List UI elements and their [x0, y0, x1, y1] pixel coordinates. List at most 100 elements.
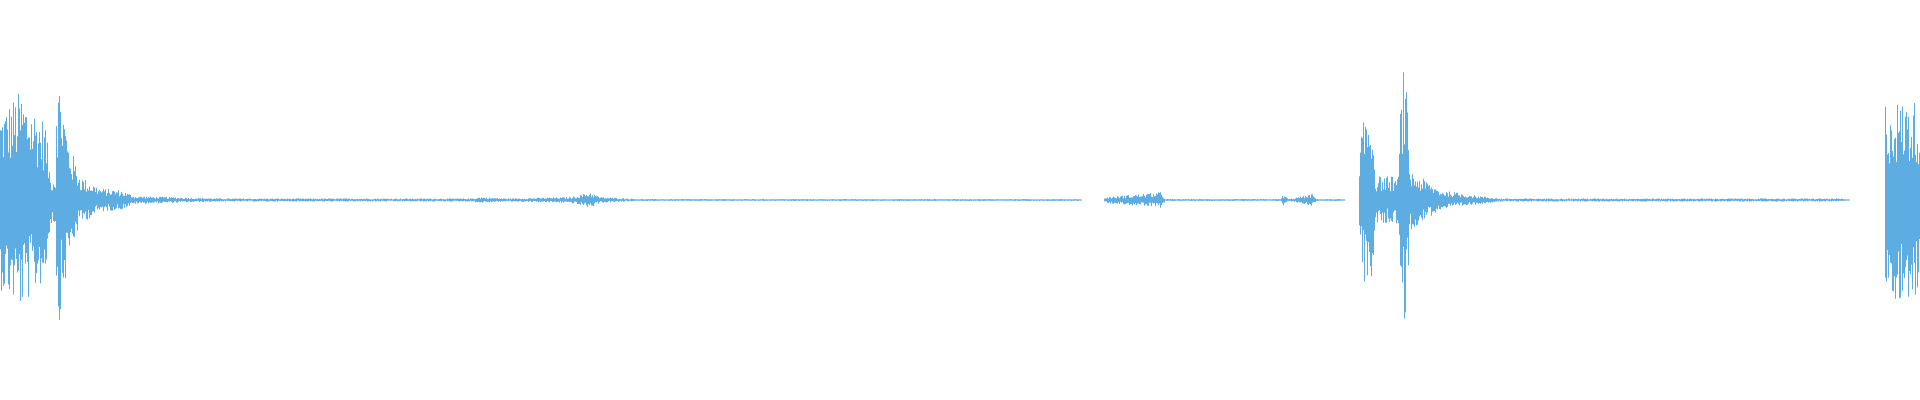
waveform-sample	[1265, 199, 1266, 201]
waveform-sample	[1775, 199, 1776, 202]
waveform-sample	[1054, 199, 1055, 201]
waveform-sample	[1359, 176, 1360, 226]
waveform-sample	[809, 199, 810, 201]
waveform-sample	[436, 199, 437, 201]
waveform-sample	[74, 171, 75, 238]
waveform-sample	[73, 155, 74, 237]
waveform-sample	[756, 199, 757, 201]
waveform-sample	[1441, 194, 1442, 207]
waveform-sample	[1464, 197, 1465, 205]
waveform-sample	[1585, 198, 1586, 202]
waveform-sample	[681, 199, 682, 201]
waveform-sample	[1713, 199, 1714, 201]
waveform-sample	[1425, 188, 1426, 213]
waveform-sample	[1322, 199, 1323, 201]
waveform-sample	[1116, 198, 1117, 204]
waveform-sample	[1810, 199, 1811, 201]
waveform-sample	[43, 170, 44, 264]
waveform-sample	[1163, 198, 1164, 203]
waveform-sample	[1792, 198, 1793, 202]
waveform-sample	[676, 199, 677, 201]
waveform-sample	[716, 199, 717, 201]
waveform-sample	[1343, 199, 1344, 201]
waveform-sample	[816, 199, 817, 201]
waveform-sample	[53, 184, 54, 221]
waveform-sample	[855, 199, 856, 201]
waveform-sample	[129, 194, 130, 206]
waveform-sample	[1059, 199, 1060, 201]
waveform-sample	[1204, 199, 1205, 201]
waveform-sample	[13, 102, 14, 295]
waveform-sample	[515, 198, 516, 202]
waveform-sample	[1328, 199, 1329, 201]
waveform-sample	[616, 198, 617, 202]
waveform-sample	[157, 198, 158, 202]
waveform-sample	[1232, 199, 1233, 201]
waveform-sample	[1334, 199, 1335, 201]
waveform-sample	[245, 199, 246, 201]
waveform-sample	[131, 197, 132, 203]
waveform-sample	[776, 199, 777, 201]
waveform-sample	[1541, 199, 1542, 202]
waveform-sample	[271, 198, 272, 201]
waveform-sample	[648, 199, 649, 201]
waveform-sample	[535, 198, 536, 202]
waveform-sample	[999, 199, 1000, 201]
waveform-sample	[201, 199, 202, 202]
waveform-sample	[1030, 199, 1031, 201]
waveform-sample	[923, 199, 924, 201]
waveform-sample	[1173, 199, 1174, 201]
waveform-sample	[955, 199, 956, 201]
waveform-sample	[1309, 195, 1310, 204]
waveform-sample	[609, 198, 610, 201]
waveform-sample	[1004, 199, 1005, 201]
waveform-sample	[640, 199, 641, 201]
waveform-sample	[1330, 199, 1331, 201]
waveform-sample	[1011, 199, 1012, 201]
waveform-sample	[1432, 189, 1433, 212]
waveform-sample	[720, 199, 721, 201]
waveform-sample	[1417, 181, 1418, 225]
waveform-sample	[1034, 199, 1035, 201]
waveform-sample	[570, 197, 571, 202]
waveform-sample	[1061, 199, 1062, 201]
waveform-sample	[1765, 198, 1766, 202]
waveform-sample	[948, 199, 949, 201]
waveform-sample	[1693, 199, 1694, 202]
waveform-sample	[181, 197, 182, 202]
waveform-sample	[357, 199, 358, 202]
waveform-sample	[1603, 198, 1604, 201]
waveform-sample	[677, 199, 678, 201]
waveform-sample	[213, 199, 214, 202]
waveform-sample	[1189, 199, 1190, 201]
waveform-sample	[1215, 199, 1216, 201]
waveform-sample	[1542, 198, 1543, 202]
waveform-sample	[1060, 199, 1061, 201]
waveform-sample	[826, 199, 827, 201]
waveform-sample	[218, 198, 219, 202]
waveform-sample	[104, 191, 105, 208]
waveform-sample	[1057, 199, 1058, 201]
waveform-sample	[1239, 199, 1240, 201]
waveform-sample	[198, 197, 199, 201]
waveform-sample	[1459, 195, 1460, 206]
waveform-sample	[1341, 199, 1342, 201]
waveform-sample	[260, 198, 261, 201]
waveform-sample	[1771, 198, 1772, 202]
waveform-sample	[703, 199, 704, 201]
waveform-sample	[1798, 199, 1799, 202]
waveform-sample	[1558, 199, 1559, 202]
waveform-sample	[1557, 199, 1558, 202]
waveform-sample	[1813, 198, 1814, 201]
waveform-sample	[1720, 198, 1721, 202]
waveform-sample	[1280, 199, 1281, 201]
waveform-sample	[1190, 199, 1191, 201]
waveform-sample	[1579, 199, 1580, 201]
waveform-sample	[1677, 199, 1678, 201]
waveform-sample	[804, 199, 805, 201]
waveform-sample	[849, 199, 850, 201]
waveform-sample	[262, 198, 263, 201]
waveform-sample	[279, 199, 280, 201]
waveform-sample	[56, 126, 57, 276]
waveform-sample	[456, 198, 457, 201]
